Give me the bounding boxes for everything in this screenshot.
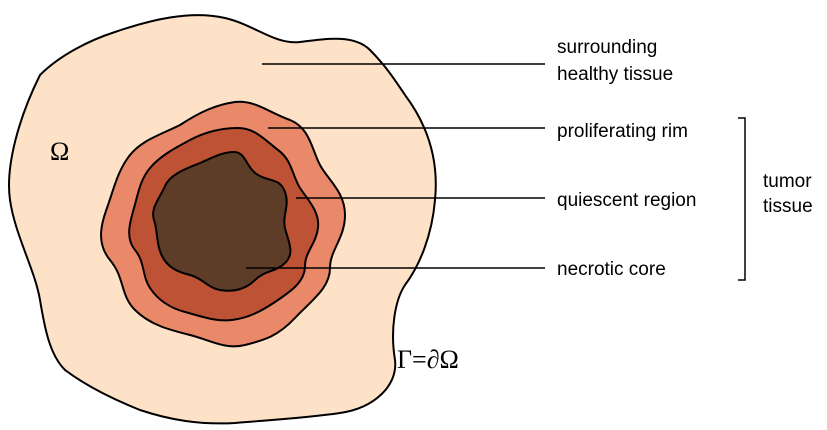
label-tumor-line1: tumor — [763, 171, 812, 192]
label-healthy-line2: healthy tissue — [557, 64, 673, 85]
label-healthy-line1: surrounding — [557, 37, 657, 58]
boundary-symbol: Γ=∂Ω — [397, 345, 459, 374]
label-necrotic-core: necrotic core — [557, 259, 666, 280]
necrotic-core-region — [152, 150, 292, 292]
label-tumor-line2: tissue — [763, 196, 813, 217]
label-proliferating-rim: proliferating rim — [557, 121, 688, 142]
omega-symbol: Ω — [50, 137, 69, 166]
label-quiescent-region: quiescent region — [557, 190, 696, 211]
tumor-tissue-bracket — [738, 117, 746, 281]
